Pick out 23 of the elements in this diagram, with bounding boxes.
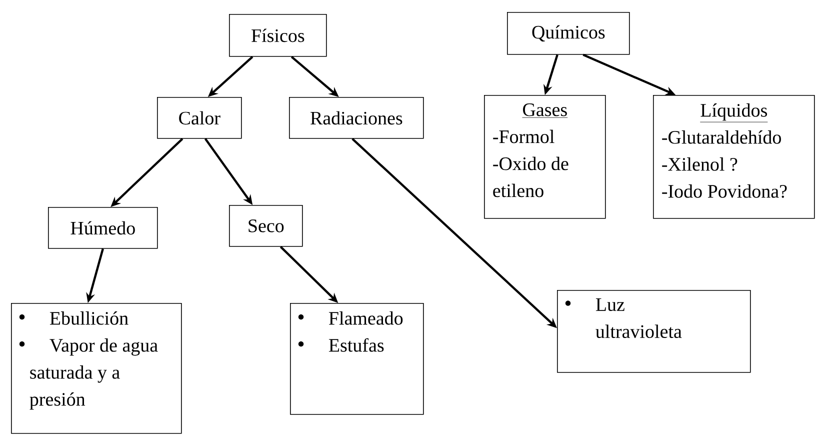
bullet-item: Estufas bbox=[298, 338, 384, 352]
bullet-item: Vapor de agua saturada y a presión bbox=[19, 338, 158, 410]
list-box bbox=[484, 95, 606, 219]
bullet-item: Ebullición bbox=[19, 311, 128, 325]
list-box bbox=[11, 303, 182, 434]
bullet-item: Luz ultravioleta bbox=[565, 298, 682, 338]
list-item: -Oxido de etileno bbox=[493, 156, 568, 198]
list-item: -Xilenol ? bbox=[662, 157, 738, 171]
category-box: Químicos bbox=[507, 12, 630, 55]
heading: Gases bbox=[522, 103, 568, 118]
list-box bbox=[653, 95, 815, 219]
list-item: -Formol bbox=[493, 130, 554, 144]
heading: Líquidos bbox=[700, 103, 768, 122]
bullet-item: Flameado bbox=[298, 311, 403, 325]
category-box: Físicos bbox=[229, 14, 327, 57]
category-box: Seco bbox=[229, 204, 303, 247]
list-box bbox=[290, 303, 424, 415]
list-item: -Glutaraldehído bbox=[662, 130, 781, 144]
category-box: Húmedo bbox=[48, 206, 158, 249]
category-box: Radiaciones bbox=[289, 97, 424, 139]
list-box bbox=[557, 290, 751, 373]
list-item: -Iodo Povidona? bbox=[662, 184, 787, 198]
category-box: Calor bbox=[157, 97, 242, 139]
